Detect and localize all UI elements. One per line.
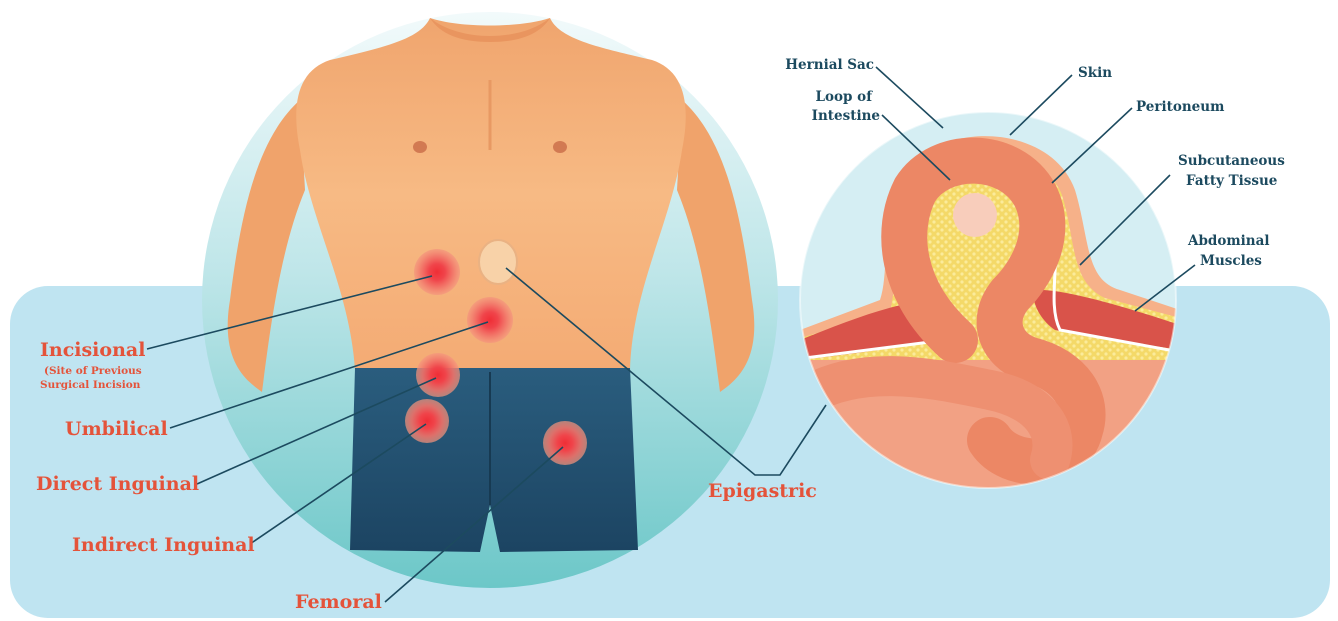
label-hernial-sac: Hernial Sac [768, 56, 874, 75]
label-abdominal-line-1: Abdominal [1188, 232, 1269, 251]
label-incisional-note-1: (Site of Previous [44, 364, 142, 378]
label-skin: Skin [1078, 64, 1112, 83]
label-loop-line-1: Loop of [780, 88, 872, 107]
label-femoral: Femoral [295, 591, 382, 613]
label-indirect-inguinal: Indirect Inguinal [72, 534, 255, 556]
label-loop-line-2: Intestine [780, 107, 880, 126]
label-abdominal-line-2: Muscles [1200, 252, 1262, 271]
label-epigastric: Epigastric [708, 480, 817, 502]
label-subcutaneous-line-1: Subcutaneous [1178, 152, 1285, 171]
label-peritoneum: Peritoneum [1136, 98, 1224, 117]
label-subcutaneous-line-2: Fatty Tissue [1186, 172, 1277, 191]
label-incisional: Incisional [40, 339, 145, 361]
label-umbilical: Umbilical [65, 418, 168, 440]
label-incisional-note-2: Surgical Incision [40, 378, 140, 392]
label-direct-inguinal: Direct Inguinal [36, 473, 199, 495]
